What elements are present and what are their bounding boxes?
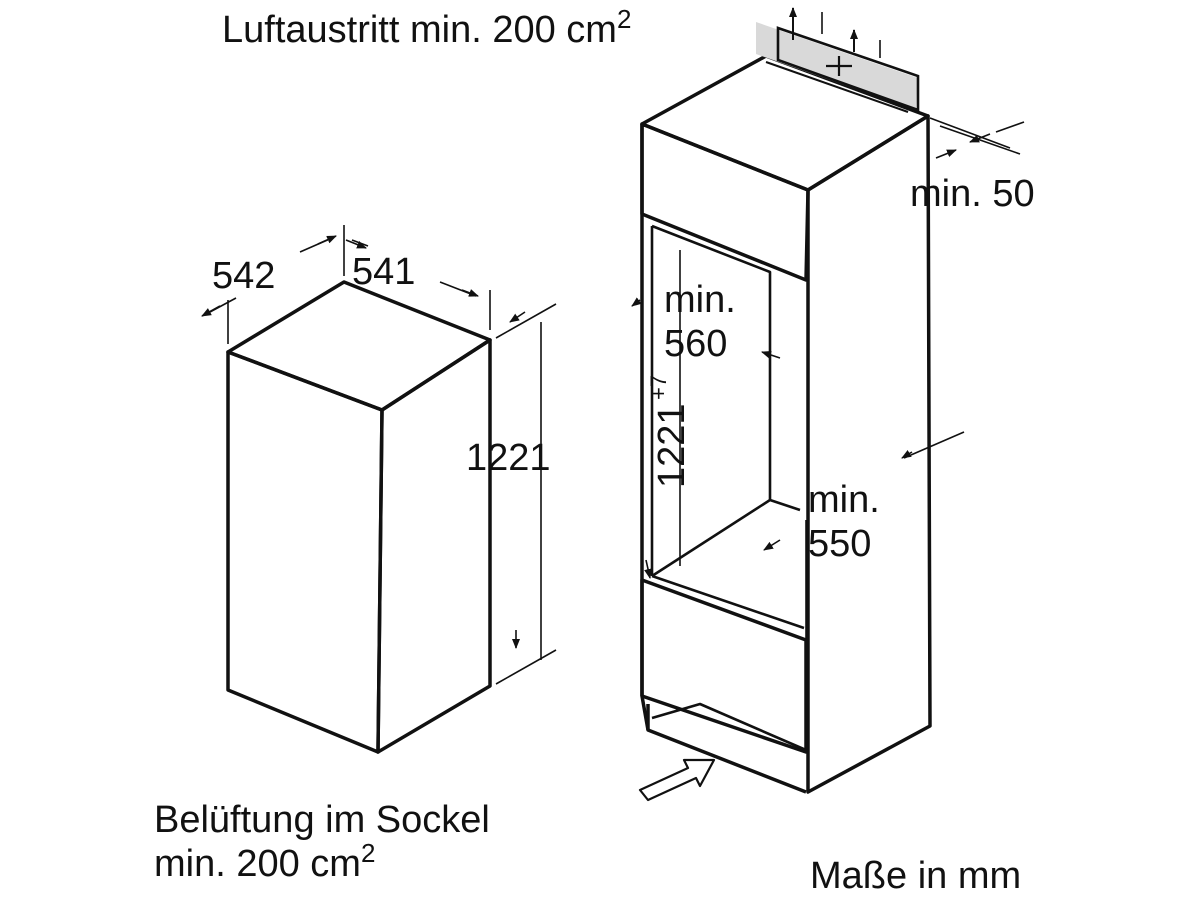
niche-floor	[651, 498, 771, 578]
niche-depth-value: 550	[808, 523, 871, 565]
niche-depth-dim-line	[763, 539, 781, 551]
cabinet-side-face	[806, 114, 932, 794]
appliance-depth-label: 542	[212, 255, 275, 297]
cabinet-upper-panel	[640, 122, 810, 282]
top-note: Luftaustritt min. 200 cm2	[222, 4, 631, 51]
niche-width-value: 560	[664, 323, 727, 365]
appliance-box	[226, 280, 492, 754]
vent-grille	[776, 26, 920, 112]
units-note: Maße in mm	[810, 855, 1021, 897]
bottom-note-line2: min. 200 cm2	[154, 838, 375, 885]
niche-opening	[650, 224, 807, 752]
niche-cabinet	[640, 54, 932, 794]
niche-depth-word: min.	[808, 479, 880, 521]
appliance-top-face	[226, 280, 492, 412]
top-gap-dim-line	[969, 133, 991, 143]
niche-width-dim-line	[761, 351, 781, 359]
niche-width-word: min.	[664, 279, 736, 321]
appliance-dimension-lines	[201, 225, 557, 685]
appliance-width-label: 541	[352, 251, 415, 293]
appliance-side-face	[376, 338, 492, 754]
niche-height-group: 1221 +7	[646, 375, 693, 488]
bottom-note-line1: Belüftung im Sockel	[154, 799, 490, 841]
appliance-height-label: 1221	[466, 437, 551, 479]
top-vent	[756, 7, 920, 113]
niche-height-label: 1221	[651, 403, 693, 488]
cabinet-side-tick	[903, 431, 965, 459]
appliance-front-face	[226, 350, 384, 754]
niche-height-tolerance: +7	[646, 375, 671, 400]
cabinet-lower-panel	[640, 578, 808, 754]
top-gap-label: min. 50	[910, 173, 1035, 215]
air-in-arrow	[638, 758, 716, 802]
niche-dimension-lines	[631, 117, 1025, 640]
